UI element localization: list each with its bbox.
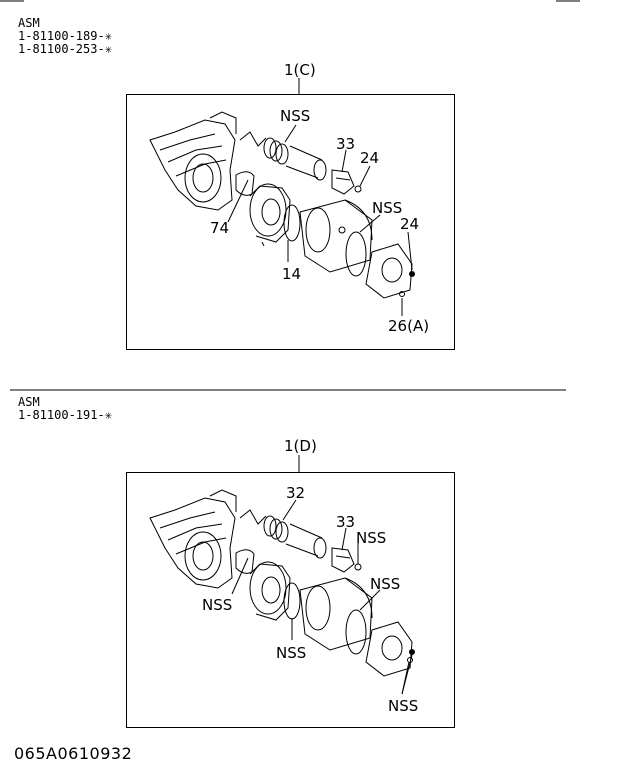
section1-diagram-frame bbox=[126, 94, 455, 350]
section1-part-number-2: 1-81100-253-✳ bbox=[18, 42, 112, 56]
section1-exploded-view bbox=[149, 78, 415, 316]
callout-nss-d3: NSS bbox=[202, 596, 233, 614]
switch-part-drawing-2 bbox=[331, 547, 362, 573]
callout-nss-2: NSS bbox=[372, 199, 403, 217]
section1-header: ASM 1-81100-189-✳ 1-81100-253-✳ bbox=[18, 17, 112, 56]
rear-cover-drawing bbox=[365, 243, 415, 299]
o-ring-drawing bbox=[283, 204, 301, 242]
drawing-code: 065A0610932 bbox=[14, 744, 133, 763]
brush-holder-drawing bbox=[249, 183, 291, 247]
section2-asm-label: ASM bbox=[18, 395, 40, 409]
callout-32: 32 bbox=[286, 484, 306, 502]
section2-assembly-ref: 1(D) bbox=[284, 437, 317, 455]
rear-cover-drawing-2 bbox=[365, 621, 415, 677]
o-ring-2-drawing bbox=[345, 231, 367, 277]
callout-nss-d4: NSS bbox=[276, 644, 307, 662]
o-ring-drawing-2 bbox=[283, 582, 301, 620]
callout-74: 74 bbox=[210, 219, 230, 237]
callout-24: 24 bbox=[360, 149, 380, 167]
callout-33-d: 33 bbox=[336, 513, 356, 531]
section1-asm-label: ASM bbox=[18, 16, 40, 30]
front-housing-drawing-2 bbox=[149, 489, 267, 589]
switch-part-drawing bbox=[331, 169, 362, 195]
front-housing-drawing bbox=[149, 111, 267, 211]
section1-part-number-1: 1-81100-189-✳ bbox=[18, 29, 112, 43]
o-ring-2-drawing-2 bbox=[345, 609, 367, 655]
section2-header: ASM 1-81100-191-✳ bbox=[18, 396, 112, 422]
callout-14: 14 bbox=[282, 265, 302, 283]
callout-nss-d5: NSS bbox=[388, 697, 419, 715]
brush-holder-drawing-2 bbox=[249, 561, 291, 621]
callout-24-b: 24 bbox=[400, 215, 420, 233]
callout-nss: NSS bbox=[280, 107, 311, 125]
section1-assembly-ref: 1(C) bbox=[284, 61, 316, 79]
spring-sleeve-drawing bbox=[263, 137, 327, 181]
callout-33: 33 bbox=[336, 135, 356, 153]
section2-part-number-1: 1-81100-191-✳ bbox=[18, 408, 112, 422]
spring-sleeve-drawing-2 bbox=[263, 515, 327, 559]
callout-nss-d1: NSS bbox=[356, 529, 387, 547]
section2-exploded-view bbox=[149, 455, 415, 695]
callout-nss-d2: NSS bbox=[370, 575, 401, 593]
section2-diagram-frame bbox=[126, 472, 455, 728]
callout-26a: 26(A) bbox=[388, 317, 430, 335]
